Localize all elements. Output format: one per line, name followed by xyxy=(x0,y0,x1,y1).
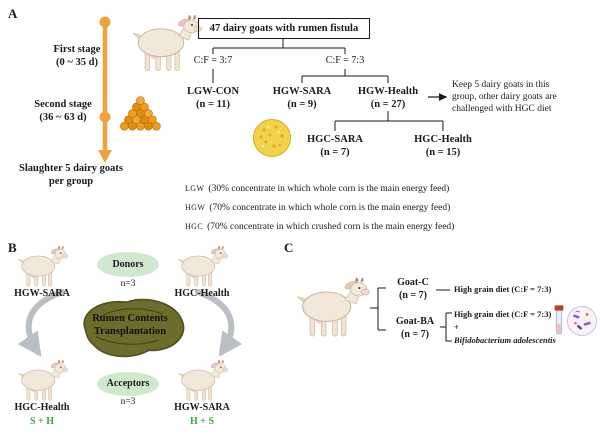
flowchart-lines xyxy=(212,38,444,131)
transplant-arrow-left-icon xyxy=(17,289,65,357)
flow-node-hgw-health: HGW-Health (n = 27) xyxy=(357,86,419,111)
diet-plus-label: + xyxy=(454,322,459,332)
legend-row-hgc: HGC(70% concentrate in which crushed cor… xyxy=(185,222,454,232)
acceptor-bottom-right-tag: H + S xyxy=(189,416,215,427)
test-tube-icon xyxy=(552,304,566,340)
flow-branch-cf37: C:F = 3:7 xyxy=(193,55,233,66)
goat-icon xyxy=(14,244,70,290)
goat-icon xyxy=(174,244,230,290)
flow-node-hgw-sara: HGW-SARA (n = 9) xyxy=(272,86,332,111)
acceptor-bottom-left-tag: S + H xyxy=(29,416,55,427)
donors-badge: Donors xyxy=(97,252,159,277)
panel-a-label: A xyxy=(8,6,18,21)
legend-abbr-hgc: HGC xyxy=(185,222,204,231)
rumen-transplant-label: Rumen Contents Transplantation xyxy=(92,313,168,338)
bracket-lines xyxy=(370,287,452,342)
legend-text-hgc: (70% concentrate in which crushed corn i… xyxy=(207,222,455,232)
acceptor-bottom-left-label: HGC-Health xyxy=(14,402,70,413)
slaughter-note: Slaughter 5 dairy goats per group xyxy=(19,163,123,188)
goat-icon xyxy=(174,358,230,404)
donors-count: n=3 xyxy=(120,279,136,289)
panel-b-label: B xyxy=(8,240,17,255)
timeline-bar-icon xyxy=(98,16,112,163)
keep-note: Keep 5 dairy goats in this group, other … xyxy=(452,80,557,114)
donor-top-left-label: HGW-SARA xyxy=(14,288,70,299)
diet-goat-ba-label: High grain diet (C:F = 7:3) xyxy=(454,309,552,319)
second-stage-label: Second stage (36 ~ 63 d) xyxy=(34,99,92,124)
first-stage-label: First stage (0 ~ 35 d) xyxy=(53,44,101,69)
goat-icon xyxy=(14,358,70,404)
flow-node-lgw-con: LGW-CON (n = 11) xyxy=(186,86,240,111)
acceptors-count: n=3 xyxy=(120,397,136,407)
flow-branch-cf73: C:F = 7:3 xyxy=(325,55,365,66)
panel-a-connectors xyxy=(98,16,448,163)
bifidobacterium-species-label: Bifidobacterium adolescentis xyxy=(454,335,556,345)
group-goat-c-label: Goat-C (n = 7) xyxy=(397,277,429,301)
legend-row-lgw: LGW(30% concentrate in which whole corn … xyxy=(185,184,449,194)
legend-text-hgw: (70% concentrate in which whole corn is … xyxy=(209,203,451,213)
legend-abbr-hgw: HGW xyxy=(185,203,206,212)
microbe-icon xyxy=(566,302,598,340)
group-goat-ba-label: Goat-BA (n = 7) xyxy=(395,316,435,340)
corn-pile-icon xyxy=(118,90,166,132)
flow-root-node: 47 dairy goats with rumen fistula xyxy=(198,18,370,39)
legend-row-hgw: HGW(70% concentrate in which whole corn … xyxy=(185,203,450,213)
flow-node-hgc-sara: HGC-SARA (n = 7) xyxy=(306,134,363,159)
diet-goat-c-label: High grain diet (C:F = 7:3) xyxy=(454,284,552,294)
panel-c-label: C xyxy=(284,240,294,255)
acceptors-badge: Acceptors xyxy=(97,372,159,396)
flow-node-hgc-health: HGC-Health (n = 15) xyxy=(414,134,472,159)
donor-top-right-label: HGC-Health xyxy=(174,288,230,299)
acceptor-bottom-right-label: HGW-SARA xyxy=(174,402,230,413)
panel-c-brackets xyxy=(370,287,452,342)
legend-text-lgw: (30% concentrate in which whole corn is … xyxy=(208,184,450,194)
transplant-arrow-right-icon xyxy=(195,289,243,357)
legend-abbr-lgw: LGW xyxy=(185,184,205,193)
goat-icon xyxy=(128,12,204,76)
corn-kernel-icon xyxy=(252,118,292,158)
panel-b-arrows xyxy=(17,289,243,357)
